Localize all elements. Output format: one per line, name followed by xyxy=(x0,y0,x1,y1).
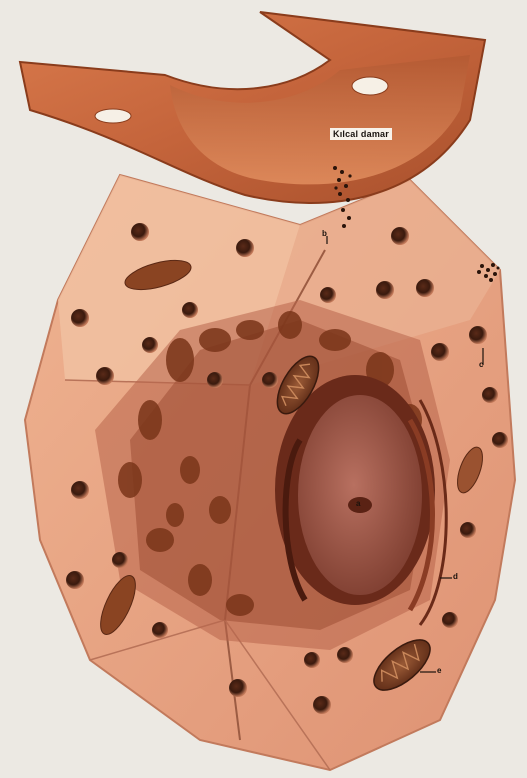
label-c: c xyxy=(479,360,483,369)
label-a: a xyxy=(356,499,360,508)
label-d: d xyxy=(453,572,458,581)
vessel-label: Kılcal damar xyxy=(330,128,392,140)
label-e: e xyxy=(437,666,441,675)
label-b: b xyxy=(322,229,327,238)
